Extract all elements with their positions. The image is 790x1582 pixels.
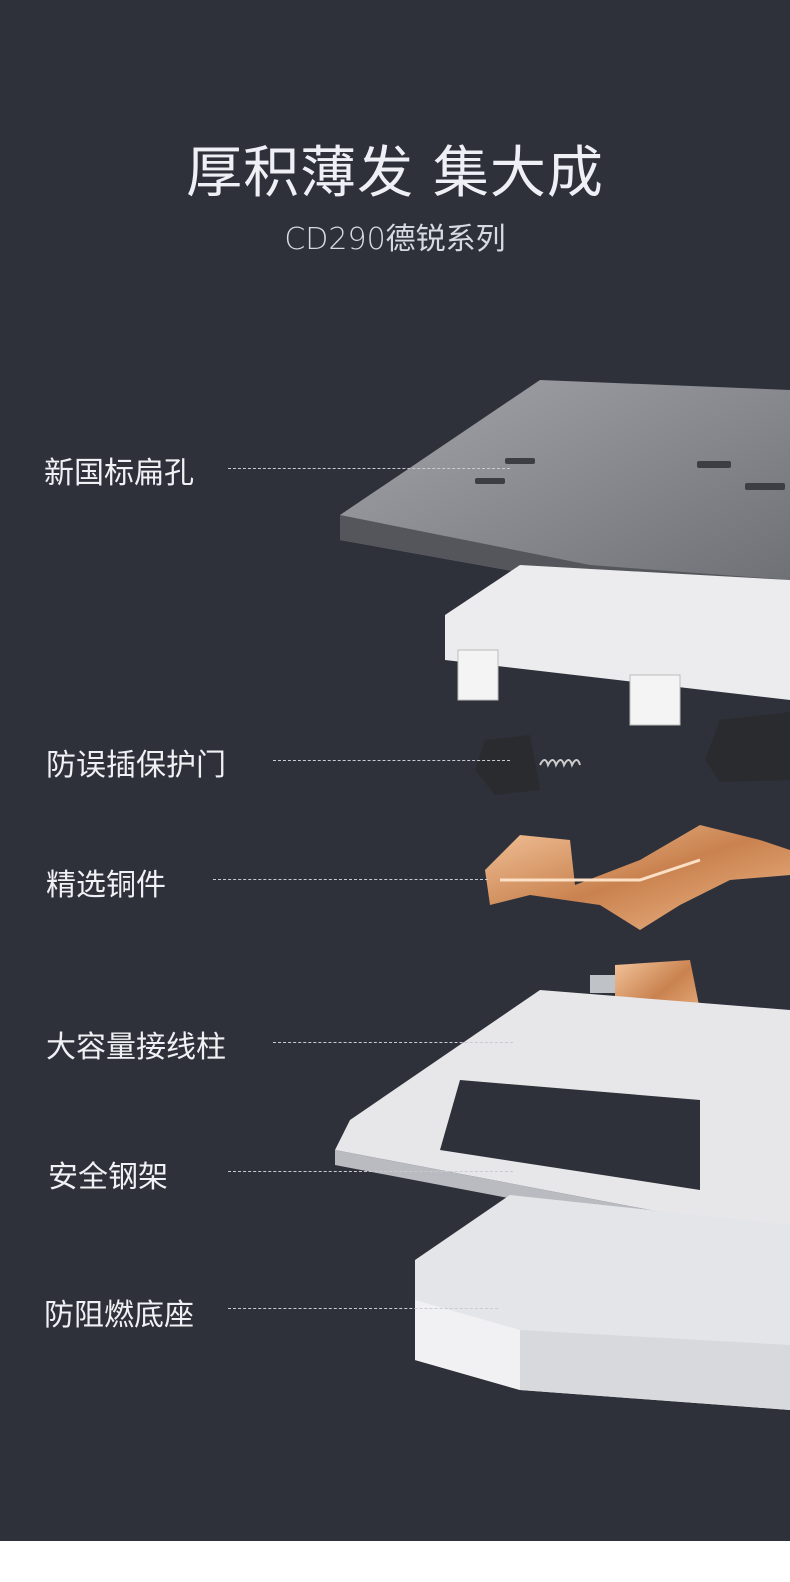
exploded-socket-illustration [335, 380, 790, 1410]
callout-line [273, 1042, 513, 1043]
face-plate [340, 380, 790, 600]
steel-frame [335, 990, 790, 1245]
callout-label-steel-frame: 安全钢架 [48, 1160, 168, 1195]
callout-label-copper-parts: 精选铜件 [46, 868, 166, 903]
callout-line [213, 879, 488, 880]
callout-line [273, 760, 510, 761]
page-subtitle: CD290德锐系列 [284, 222, 506, 257]
callout-line [228, 468, 510, 469]
copper-contacts [485, 825, 790, 930]
page-title: 厚积薄发 集大成 [186, 141, 604, 206]
inner-frame [445, 565, 790, 726]
callout-label-terminals: 大容量接线柱 [46, 1030, 226, 1065]
base-box [415, 1195, 790, 1410]
callout-label-safety-shutter: 防误插保护门 [46, 748, 226, 783]
callout-line [228, 1171, 513, 1172]
callout-label-flat-holes: 新国标扁孔 [44, 456, 194, 491]
callout-label-flame-retardant-base: 防阻燃底座 [44, 1298, 194, 1333]
callout-line [228, 1308, 498, 1309]
shutter-parts [475, 712, 790, 795]
